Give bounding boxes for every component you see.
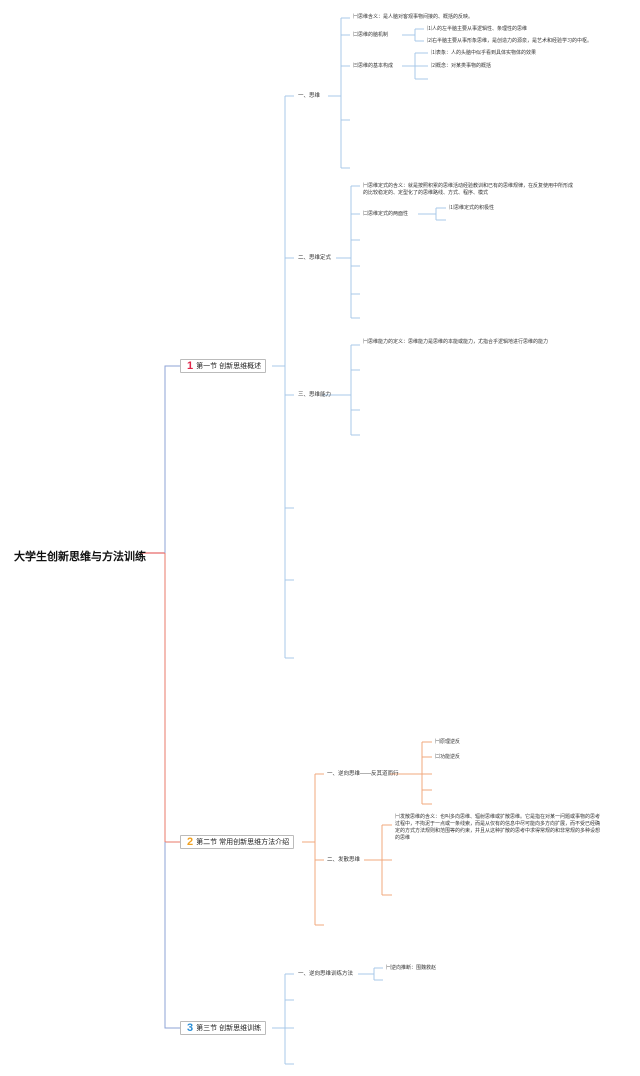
root-topic: 大学生创新思维与方法训练 — [14, 551, 146, 563]
section-1-title: 第一节 创新思维概述 — [196, 363, 262, 370]
s2-reverse-item-2: ㈡功能逆反 — [435, 754, 461, 760]
section-3-title: 第三节 创新思维训练 — [196, 1025, 262, 1032]
s1-sub-mindset[interactable]: 二、思维定式 — [298, 255, 332, 261]
s1-thinking-item-2: ㈡思维的脑机制 — [353, 32, 389, 38]
s1-thinking-detail-3: ⑴表象：人的头脑中似乎看到具体实物体的效果 — [431, 50, 537, 56]
s1-mindset-detail-1: ⑴思维定式的积极性 — [449, 205, 495, 211]
s1-thinking-item-3: ㈢思维的基本构成 — [353, 63, 394, 69]
s3-reverse-training-item-1: ㈠逆向推断：围魏救赵 — [386, 965, 437, 971]
s1-ability-item-1: ㈠思维能力的定义：思维能力是思维的本能或能力，尤指合乎逻辑地进行思维的能力 — [363, 339, 549, 345]
root-branch-line-3 — [164, 842, 180, 1029]
section2-trunk — [302, 774, 316, 925]
s1-mindset-item-2: ㈡思维定式的两面性 — [363, 211, 409, 217]
s1-sub-ability[interactable]: 三、思维能力 — [298, 392, 332, 398]
s1-sub-thinking[interactable]: 一、思维 — [298, 93, 321, 99]
section3-trunk — [272, 974, 286, 1064]
root-branch-line-1 — [164, 365, 180, 553]
section-1-number: 1 — [187, 360, 194, 372]
s1-thinking-detail-2: ⑵右半脑主要从事形象思维，是创造力的源泉，是艺术和经验学习的中枢。 — [427, 38, 593, 44]
section-2-number: 2 — [187, 836, 194, 848]
section1-trunk — [272, 96, 286, 658]
s1-mindset-item-1: ㈠思维定式的含义：就是按照积累的思维活动经验教训和已有的思维规律，在反复使用中所… — [363, 183, 574, 196]
s3-sub-reverse-training[interactable]: 一、逆向思维训练方法 — [298, 971, 354, 977]
s2-divergent-item-1: ㈠发散思维的含义：也叫多向思维、辐射思维或扩散思维。它是指在对某一问题或事物的思… — [395, 814, 601, 841]
section-3-number: 3 — [187, 1022, 194, 1034]
s2-sub-divergent[interactable]: 二、发散思维 — [327, 857, 361, 863]
s1-thinking-item-1: ㈠思维含义：是人脑对客观事物间接的、概括的反映。 — [353, 14, 474, 20]
s1-thinking-detail-1: ⑴人的左半脑主要从事逻辑性、条理性的思维 — [427, 26, 528, 32]
s2-sub-reverse[interactable]: 一、逆向思维——反其道而行 — [327, 771, 399, 777]
root-branch-line-2 — [164, 553, 180, 843]
s2-reverse-item-1: ㈠原理逆反 — [435, 739, 461, 745]
section-2-title: 第二节 常用创新思维方法介绍 — [196, 839, 290, 846]
s1-thinking-detail-4: ⑵概念：对某类事物的概括 — [431, 63, 492, 69]
